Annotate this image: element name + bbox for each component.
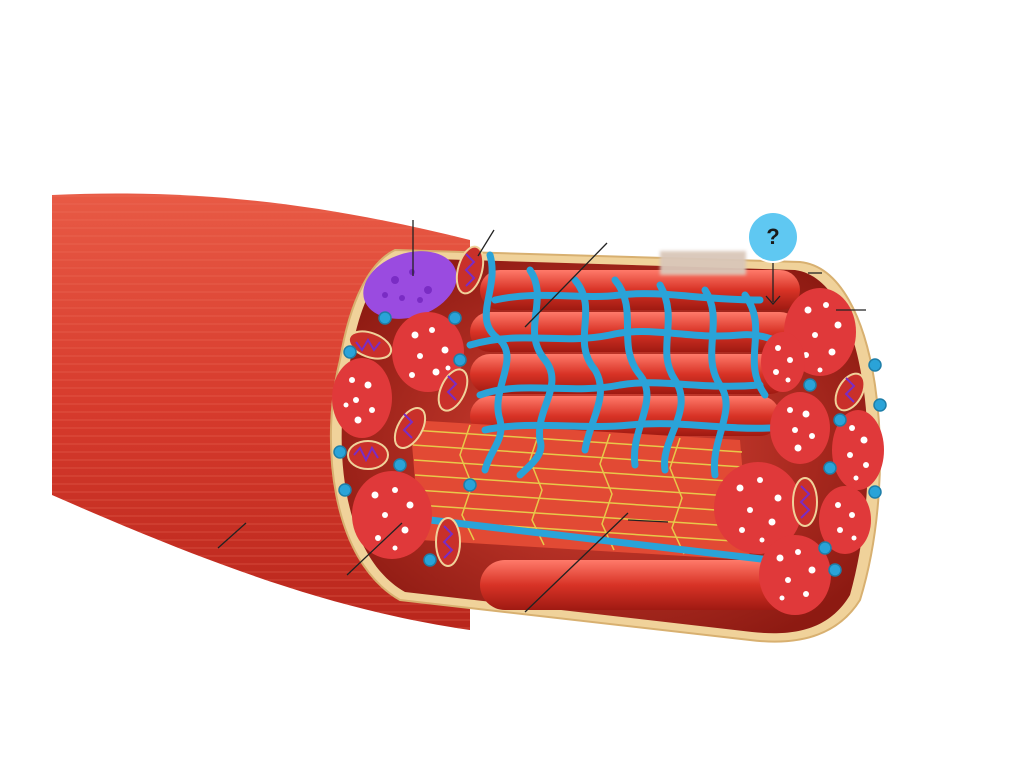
leader-line-mitochondrion [477,229,495,257]
myofibril-disk [352,471,432,559]
mitochondrion [393,407,427,449]
mitochondrion [834,372,866,412]
myofibril-cross-sections [332,288,884,615]
question-mark-icon[interactable]: ? [749,213,797,261]
mitochondrion [347,440,389,470]
myofibril-disk [770,392,830,464]
mitochondrion [347,330,393,360]
mitochondria [347,245,866,567]
arrow-down-icon [765,295,781,305]
mitochondrion [437,368,469,412]
myofibril-disk [761,332,805,392]
leader-line-sarcolemma [217,522,247,549]
myofibril-disk [392,312,464,392]
hint-badge-text: ? [766,224,780,249]
myofibril-disk [332,358,392,438]
mitochondrion [455,245,485,295]
leader-line-reticulum [524,242,608,328]
mitochondrion [792,477,818,527]
myofibril-disk [832,410,884,490]
leader-line-myofibril-left [346,522,403,576]
sarcoplasmic-reticulum-network [466,251,789,479]
mitochondrion [435,517,461,567]
leader-lines [217,220,866,613]
myofibril-disk [819,486,871,554]
leader-line-sarcomere-tail [627,519,669,523]
myofibril-disk [714,462,802,554]
leader-line-sarcomere [524,512,629,613]
hidden-label-placeholder [660,251,746,275]
t-tubule-openings [333,311,887,577]
myofibril-disk [759,535,831,615]
